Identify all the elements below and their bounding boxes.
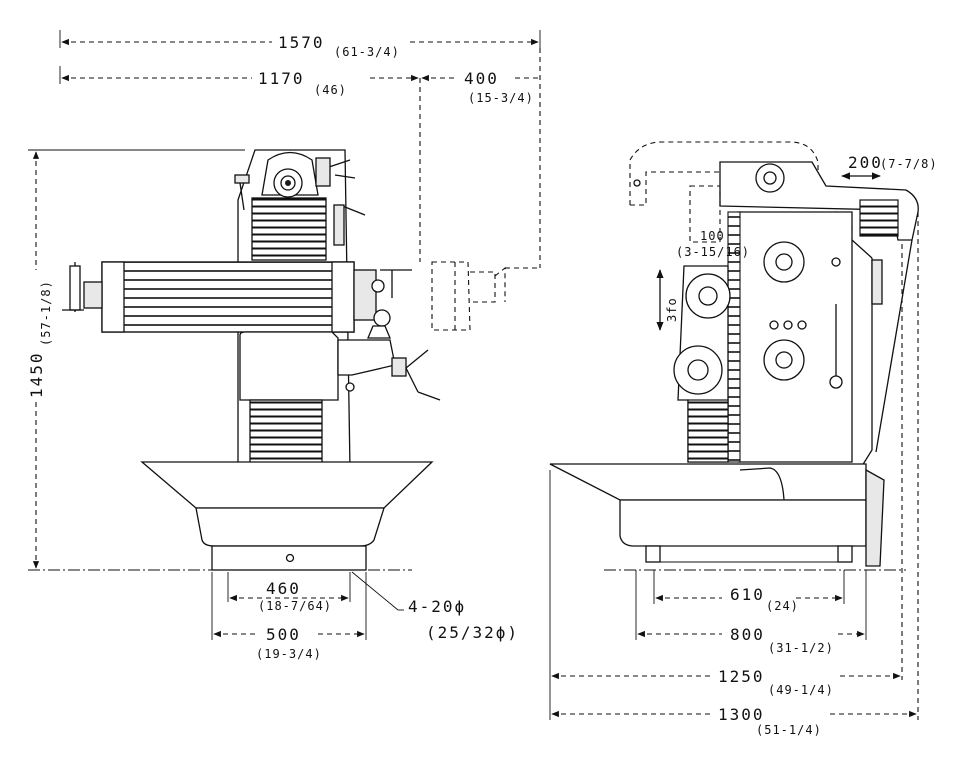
head-handwheel xyxy=(315,157,366,246)
bolt-hole-callout: 4-20ϕ (25/32ϕ) xyxy=(351,571,519,642)
dim-500: 500 (19-3/4) xyxy=(211,572,367,661)
knee-travel-label: 3fo xyxy=(665,297,679,322)
dim-1170: 1170 (46) xyxy=(59,66,419,97)
dim-1450: 1450 (57-1/8) xyxy=(27,149,412,571)
dim-1250-value: 1250 xyxy=(718,667,765,686)
dim-400: 400 (15-3/4) xyxy=(419,48,541,269)
dim-1570: 1570 (61-3/4) xyxy=(59,30,541,59)
dim-610-value: 610 xyxy=(730,585,765,604)
bolt-hole-sub: (25/32ϕ) xyxy=(426,623,519,642)
knee-travel: 3fo xyxy=(656,269,679,331)
dim-460: 460 (18-7/64) xyxy=(227,572,351,613)
dim-200-value: 200 xyxy=(848,153,883,172)
dim-100-sub: (3-15/16) xyxy=(676,245,750,259)
dim-610: 610 (24) xyxy=(653,570,845,613)
dim-1300-value: 1300 xyxy=(718,705,765,724)
motor-guard xyxy=(865,468,885,567)
ram-extension-phantom xyxy=(431,261,506,331)
dim-460-value: 460 xyxy=(266,579,301,598)
left-table-handwheel xyxy=(62,262,103,312)
dim-200: 200 (7-7/8) xyxy=(841,153,938,180)
dim-800: 800 (31-1/2) xyxy=(635,570,867,655)
dim-1570-value: 1570 xyxy=(278,33,325,52)
right-table-crank xyxy=(353,269,412,339)
dim-1450-sub: (57-1/8) xyxy=(39,280,53,346)
dim-1250-sub: (49-1/4) xyxy=(768,683,834,697)
dim-1300-sub: (51-1/4) xyxy=(756,723,822,737)
bolt-hole-value: 4-20ϕ xyxy=(408,597,466,616)
knee-handwheel xyxy=(391,349,441,401)
dim-500-sub: (19-3/4) xyxy=(256,647,322,661)
upper-bellows xyxy=(251,197,327,261)
dim-1300: 1300 (51-1/4) xyxy=(551,705,917,737)
dim-460-sub: (18-7/64) xyxy=(258,599,332,613)
dim-100: 100 (3-15/16) xyxy=(676,229,750,259)
right-view: 200 (7-7/8) 100 (3-15/16 xyxy=(549,141,938,737)
dim-400-value: 400 xyxy=(464,69,499,88)
dim-1250: 1250 (49-1/4) xyxy=(549,212,919,720)
dim-100-value: 100 xyxy=(700,229,725,243)
dim-1170-value: 1170 xyxy=(258,69,305,88)
dim-1450-value: 1450 xyxy=(27,351,46,398)
left-view: 1570 (61-3/4) 1170 (46) 400 (15-3/4) 14 xyxy=(27,30,541,661)
dim-400-sub: (15-3/4) xyxy=(468,91,534,105)
dim-500-value: 500 xyxy=(266,625,301,644)
lower-bellows xyxy=(249,399,323,469)
dim-610-sub: (24) xyxy=(766,599,799,613)
overarm-phantom xyxy=(629,141,819,205)
dim-800-sub: (31-1/2) xyxy=(768,641,834,655)
dim-1570-sub: (61-3/4) xyxy=(334,45,400,59)
dim-1170-sub: (46) xyxy=(314,83,347,97)
side-chip-tray xyxy=(549,463,867,501)
dim-200-sub: (7-7/8) xyxy=(880,157,938,171)
dim-800-value: 800 xyxy=(730,625,765,644)
chip-tray xyxy=(140,461,434,509)
work-table xyxy=(101,261,355,333)
knee xyxy=(239,331,339,401)
